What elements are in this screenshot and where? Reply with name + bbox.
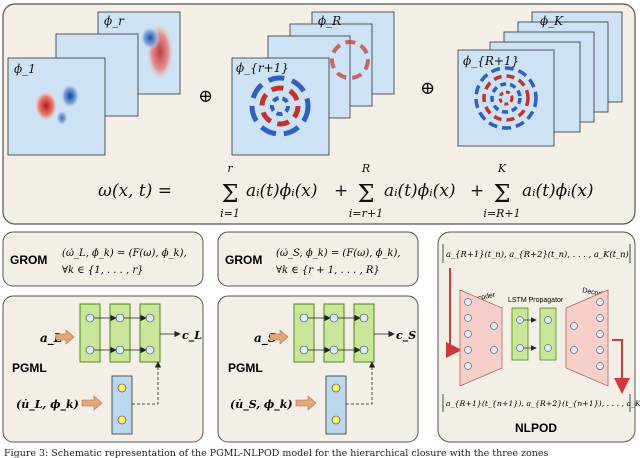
sum2-bottom: i=r+1 [349, 207, 383, 220]
left-aux-label: (u̇_L, ϕ_k) [16, 398, 79, 412]
left-aux-block [111, 375, 133, 435]
mid-aux-node [331, 415, 341, 425]
propagator-label: LSTM Propagator [508, 297, 564, 304]
encoder-block [459, 289, 503, 387]
stack2-front-label: ϕ_{r+1} [236, 61, 289, 75]
sum1-bottom: i=1 [220, 207, 240, 220]
stack3-back-label: ϕ_K [540, 14, 564, 28]
sum1-top: r [227, 162, 233, 175]
oplus-1: ⊕ [198, 86, 213, 107]
propagator-block-2 [539, 307, 557, 361]
left-grom-label: GROM [10, 253, 47, 267]
oplus-2: ⊕ [420, 78, 435, 99]
sum3-sigma: Σ [494, 180, 511, 208]
plus-1: + [334, 181, 348, 201]
left-grom-eq1: (ω̇_L, ϕ_k) = (F(ω), ϕ_k), [62, 248, 187, 259]
term3-body: aᵢ(t)ϕᵢ(x) [522, 181, 594, 201]
mid-aux-feed [346, 361, 376, 405]
mid-aux-label: (u̇_S, ϕ_k) [230, 398, 293, 412]
left-pgml-label: PGML [12, 361, 47, 375]
stack1-back-label: ϕ_r [104, 14, 125, 28]
stack1-front-label: ϕ_1 [14, 62, 36, 76]
nlpod-panel [437, 231, 636, 443]
mid-pgml-label: PGML [228, 361, 263, 375]
sum2-top: R [361, 162, 370, 175]
propagator-block-1 [511, 307, 529, 361]
mode-image-dipole [34, 83, 80, 126]
left-grom-eq2: ∀k ∈ {1, . . . , r} [62, 265, 144, 276]
mid-grom-box [217, 231, 419, 287]
sum2-sigma: Σ [358, 180, 375, 208]
left-input-arrow [55, 329, 75, 345]
nlpod-title: NLPOD [515, 421, 557, 435]
equation-lhs: ω(x, t) = [98, 181, 172, 201]
figure-caption: Figure 3: Schematic representation of th… [4, 448, 549, 458]
sum1-sigma: Σ [222, 180, 239, 208]
propagator-node [516, 344, 524, 352]
mode-stack-2: ϕ_R ϕ_{r+1} [231, 11, 395, 156]
plus-2: + [470, 181, 484, 201]
mode-image-fine-spiral [474, 66, 538, 130]
mode-stack-1: ϕ_r ϕ_1 [7, 11, 181, 156]
nlpod-top-vector: a_{R+1}(t_n), a_{R+2}(t_n), . . . , a_K(… [446, 249, 629, 260]
mode-image-spiral [249, 75, 311, 137]
mode-stack-3: ϕ_K ϕ_{R+1} [457, 11, 623, 147]
left-aux-node [117, 415, 127, 425]
propagator-node [516, 316, 524, 324]
stack3-front-label: ϕ_{R+1} [463, 54, 519, 68]
term1-body: aᵢ(t)ϕᵢ(x) [246, 181, 318, 201]
nlpod-bottom-vector: a_{R+1}(t_{n+1}), a_{R+2}(t_{n+1}), . . … [446, 399, 640, 408]
decomposition-equation: ω(x, t) = r Σ i=1 aᵢ(t)ϕᵢ(x) + R Σ i=r+1… [98, 162, 594, 220]
stack2-back-label: ϕ_R [318, 14, 341, 28]
left-aux-feed [132, 361, 162, 405]
sum3-top: K [497, 162, 507, 175]
encoder-nodes [464, 298, 498, 370]
mid-grom-eq2: ∀k ∈ {r + 1, . . . , R} [276, 265, 380, 276]
left-output-label: c_L [182, 329, 202, 343]
left-aux-arrow [81, 395, 103, 411]
term2-body: aᵢ(t)ϕᵢ(x) [384, 181, 456, 201]
nlpod-input-arrow [446, 268, 462, 358]
sum3-bottom: i=R+1 [483, 207, 520, 220]
mid-aux-arrow [295, 395, 317, 411]
mid-aux-block [325, 375, 347, 435]
mode-image-swirl-back [330, 40, 370, 80]
left-aux-node [117, 383, 127, 393]
mid-output-label: c_S [396, 329, 416, 343]
decoder-block [565, 289, 609, 387]
mode-image-swirl [140, 22, 174, 82]
mid-lstm-blocks [293, 303, 375, 363]
left-lstm-blocks [79, 303, 161, 363]
mid-input-arrow [269, 329, 289, 345]
mid-aux-node [331, 383, 341, 393]
decoder-nodes [570, 298, 604, 370]
nlpod-output-arrow [612, 339, 630, 394]
mid-grom-label: GROM [225, 253, 262, 267]
propagator-node [544, 344, 552, 352]
propagator-node [544, 316, 552, 324]
mid-grom-eq1: (ω̇_S, ϕ_k) = (F(ω), ϕ_k), [276, 248, 401, 259]
left-grom-box [2, 231, 204, 287]
